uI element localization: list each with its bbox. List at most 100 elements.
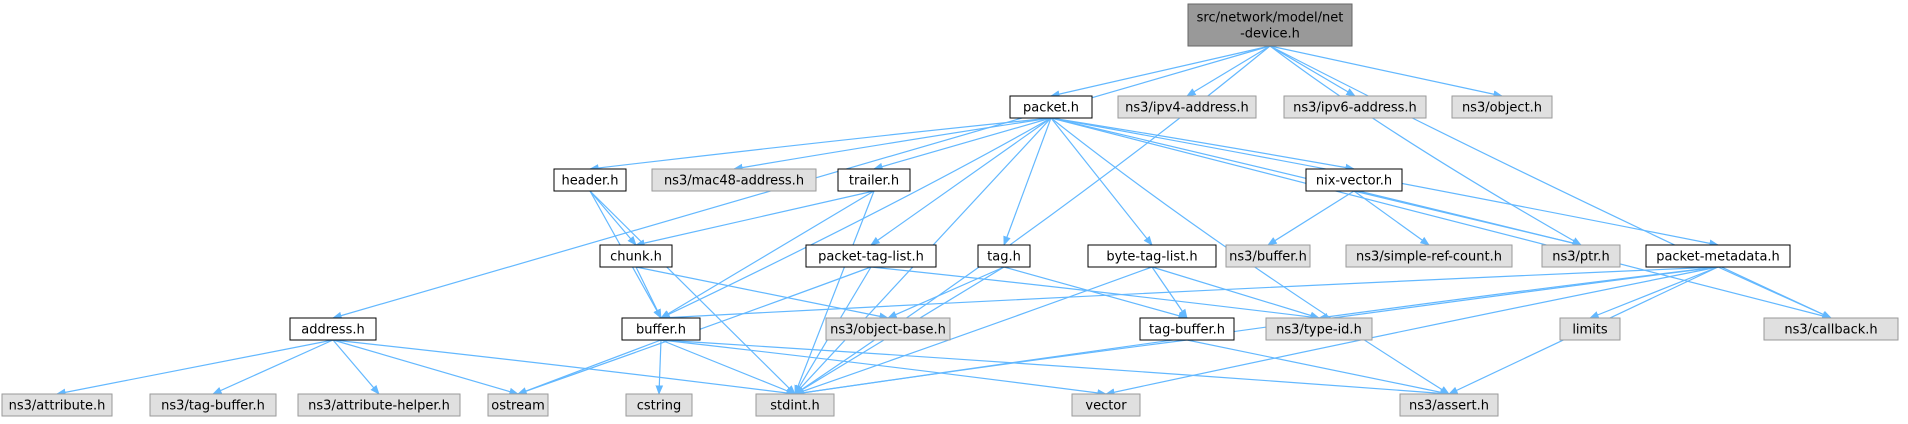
node-label-header: header.h — [562, 174, 619, 189]
node-box-attrhelper — [297, 393, 461, 417]
node-box-header — [553, 168, 627, 192]
edge-root-to-address — [332, 45, 1271, 320]
node-box-trailer — [837, 168, 911, 192]
node-simplerefcount: ns3/simple-ref-count.h — [1345, 244, 1513, 268]
node-box-packet — [1009, 95, 1093, 119]
node-nixvector[interactable]: nix-vector.h — [1305, 168, 1403, 192]
node-vector: vector — [1071, 393, 1141, 417]
edge-root-to-packet — [1050, 45, 1271, 98]
edge-tag-to-tagbuffer — [1003, 266, 1188, 320]
node-buffer[interactable]: buffer.h — [621, 317, 701, 341]
dependency-edges — [56, 45, 1832, 398]
node-box-simplerefcount — [1345, 244, 1513, 268]
edge-packet-to-callback — [1050, 117, 1832, 320]
node-tagbuffer[interactable]: tag-buffer.h — [1139, 317, 1235, 341]
node-box-ptr — [1541, 244, 1621, 268]
node-label-ipv6: ns3/ipv6-address.h — [1293, 101, 1417, 116]
node-label-tagbuffer: tag-buffer.h — [1149, 323, 1225, 338]
node-label-nstagbuffer: ns3/tag-buffer.h — [161, 399, 265, 414]
node-address[interactable]: address.h — [289, 317, 377, 341]
edge-pktmetadata-to-limits — [1589, 266, 1719, 319]
node-box-object — [1451, 95, 1553, 119]
node-ipv6: ns3/ipv6-address.h — [1283, 95, 1427, 119]
edge-header-to-stdint — [589, 190, 796, 395]
edge-root-to-ipv4 — [1186, 45, 1271, 97]
edge-packet-to-tag — [1003, 117, 1052, 246]
edge-pktmetadata-to-callback — [1717, 266, 1832, 319]
node-box-chunk — [599, 244, 673, 268]
node-box-callback — [1763, 317, 1899, 341]
node-box-tagbuffer — [1139, 317, 1235, 341]
node-label-vector: vector — [1085, 399, 1127, 414]
node-object: ns3/object.h — [1451, 95, 1553, 119]
node-ostream: ostream — [487, 393, 549, 417]
node-ptr: ns3/ptr.h — [1541, 244, 1621, 268]
node-limits: limits — [1559, 317, 1621, 341]
node-label-buffer: buffer.h — [636, 323, 686, 338]
edge-packet-to-mac48 — [733, 117, 1052, 172]
node-chunk[interactable]: chunk.h — [599, 244, 673, 268]
node-stdint: stdint.h — [755, 393, 835, 417]
edge-packet-to-pkttaglist — [870, 117, 1052, 246]
node-label-tag: tag.h — [987, 250, 1021, 265]
edge-packet-to-bytetaglist — [1050, 117, 1153, 246]
node-nsbuffer: ns3/buffer.h — [1225, 244, 1311, 268]
node-label-mac48: ns3/mac48-address.h — [664, 174, 804, 189]
node-label-attribute: ns3/attribute.h — [9, 399, 106, 414]
node-pktmetadata[interactable]: packet-metadata.h — [1645, 244, 1791, 268]
node-bytetaglist[interactable]: byte-tag-list.h — [1087, 244, 1217, 268]
edge-address-to-ostream — [332, 339, 519, 396]
edge-buffer-to-cstring — [655, 339, 664, 395]
edge-chunk-to-objectbase — [635, 266, 889, 321]
node-mac48: ns3/mac48-address.h — [651, 168, 817, 192]
node-header[interactable]: header.h — [553, 168, 627, 192]
edge-chunk-to-buffer — [635, 266, 662, 319]
node-label-cstring: cstring — [637, 399, 681, 414]
node-label-ptr: ns3/ptr.h — [1552, 250, 1610, 265]
node-trailer[interactable]: trailer.h — [837, 168, 911, 192]
node-tag[interactable]: tag.h — [977, 244, 1031, 268]
node-box-attribute — [1, 393, 113, 417]
edge-address-to-attrhelper — [332, 339, 380, 395]
node-label-ipv4: ns3/ipv4-address.h — [1125, 101, 1249, 116]
node-box-objectbase — [825, 317, 951, 341]
edge-address-to-attribute — [56, 339, 334, 397]
node-box-stdint — [755, 393, 835, 417]
edge-buffer-to-assert — [660, 339, 1450, 398]
node-ipv4: ns3/ipv4-address.h — [1117, 95, 1257, 119]
edge-packet-to-header — [589, 117, 1052, 172]
edge-pktmetadata-to-vector — [1105, 266, 1719, 396]
edge-tagbuffer-to-assert — [1186, 339, 1450, 397]
edge-packet-to-buffer — [660, 117, 1052, 319]
node-label-attrhelper: ns3/attribute-helper.h — [308, 399, 450, 414]
node-callback: ns3/callback.h — [1763, 317, 1899, 341]
edge-root-to-stdint — [794, 45, 1271, 395]
node-assert: ns3/assert.h — [1399, 393, 1499, 417]
edge-tag-to-objectbase — [887, 266, 1005, 319]
node-box-assert — [1399, 393, 1499, 417]
edge-buffer-to-ostream — [517, 339, 662, 395]
edge-pkttaglist-to-ostream — [517, 266, 872, 395]
node-label-ostream: ostream — [491, 399, 545, 414]
node-objectbase: ns3/object-base.h — [825, 317, 951, 341]
node-nstagbuffer: ns3/tag-buffer.h — [149, 393, 277, 417]
edge-root-to-ipv6 — [1269, 45, 1356, 97]
edge-trailer-to-chunk — [635, 190, 875, 247]
edge-address-to-nstagbuffer — [212, 339, 334, 395]
node-packet[interactable]: packet.h — [1009, 95, 1093, 119]
node-label-root: src/network/model/net — [1197, 11, 1344, 26]
node-box-nixvector — [1305, 168, 1403, 192]
node-label-stdint: stdint.h — [770, 399, 819, 414]
node-label-address: address.h — [301, 323, 364, 338]
node-box-mac48 — [651, 168, 817, 192]
node-label-callback: ns3/callback.h — [1784, 323, 1877, 338]
node-label-objectbase: ns3/object-base.h — [830, 323, 946, 338]
node-cstring: cstring — [625, 393, 693, 417]
node-label-pkttaglist: packet-tag-list.h — [818, 250, 924, 265]
edge-bytetaglist-to-typeid — [1151, 266, 1320, 320]
node-label-object: ns3/object.h — [1462, 101, 1542, 116]
node-box-limits — [1559, 317, 1621, 341]
node-attribute: ns3/attribute.h — [1, 393, 113, 417]
node-label-pktmetadata: packet-metadata.h — [1656, 250, 1780, 265]
node-pkttaglist[interactable]: packet-tag-list.h — [805, 244, 937, 268]
